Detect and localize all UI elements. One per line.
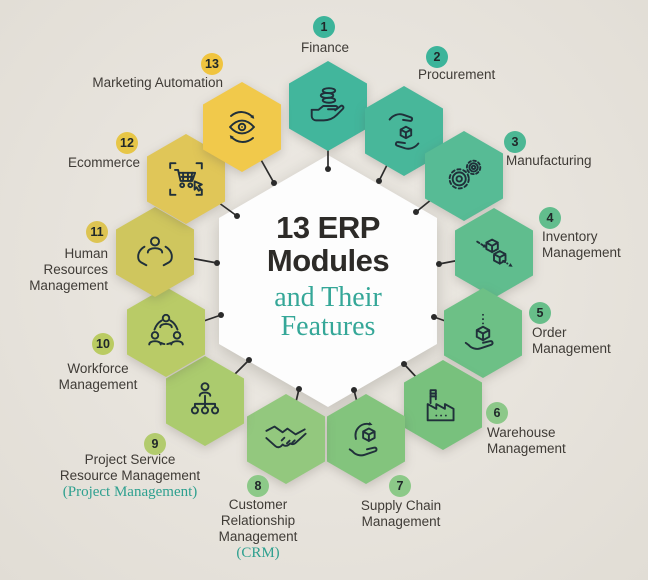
label-marketing: Marketing Automation [92,75,223,90]
badge-1: 1 [313,16,335,38]
coins-in-hand-icon [310,87,345,122]
badge-10: 10 [92,333,114,355]
hexagon-manufacturing [425,131,503,221]
label-crm: Customer Relationship Management(CRM) [218,497,298,561]
title-line-1: 13 ERP [276,210,380,245]
hexagon-marketing [203,82,281,172]
person-in-hands-icon [137,236,173,267]
label-finance: Finance [300,40,350,55]
title-line-2: Modules [266,243,390,278]
subtitle-line-2: Features [280,311,376,342]
subtitle-line-1: and Their [274,282,382,313]
hexagon-supply-chain [327,394,405,484]
label-order: Order Management [532,325,611,356]
cart-scan-icon [169,162,203,196]
badge-7: 7 [389,475,411,497]
hexagon-warehouse [404,360,482,450]
eye-automation-icon [229,111,255,143]
label-manufacturing: Manufacturing [506,153,592,168]
give-receive-box-icon [388,113,420,150]
hexagon-workforce [127,287,205,377]
cube-cycle-hand-icon [348,421,378,457]
label-supply-chain: Supply Chain Management [360,498,442,529]
badge-5: 5 [529,302,551,324]
badge-8: 8 [247,475,269,497]
cube-on-hand-icon [464,313,494,350]
hexagon-order [444,288,522,378]
label-hr: Human Resources Management [29,246,108,293]
badge-12: 12 [116,132,138,154]
badge-13: 13 [201,53,223,75]
label-project-service: Project Service Resource Management(Proj… [59,452,201,500]
center-hexagon [219,155,437,407]
people-network-icon [148,313,184,346]
badge-11: 11 [86,221,108,243]
center-title: 13 ERP Modules and Their Features [219,155,437,407]
badge-3: 3 [504,131,526,153]
stacked-cubes-flow-icon [476,238,513,267]
hexagon-crm [247,394,325,484]
badge-6: 6 [486,402,508,424]
badge-4: 4 [539,207,561,229]
hexagon-inventory [455,208,533,298]
org-chart-icon [190,382,220,415]
label-procurement: Procurement [418,67,496,82]
hexagon-project-service [166,356,244,446]
label-workforce: Workforce Management [58,361,138,392]
hexagon-hr [116,207,194,297]
label-ecommerce: Ecommerce [67,155,140,170]
badge-2: 2 [426,46,448,68]
label-warehouse: Warehouse Management [487,425,566,456]
handshake-icon [265,425,307,449]
hexagon-finance [289,61,367,151]
factory-icon [426,389,455,422]
gears-icon [448,159,482,190]
badge-9: 9 [144,433,166,455]
label-inventory: Inventory Management [542,229,621,260]
